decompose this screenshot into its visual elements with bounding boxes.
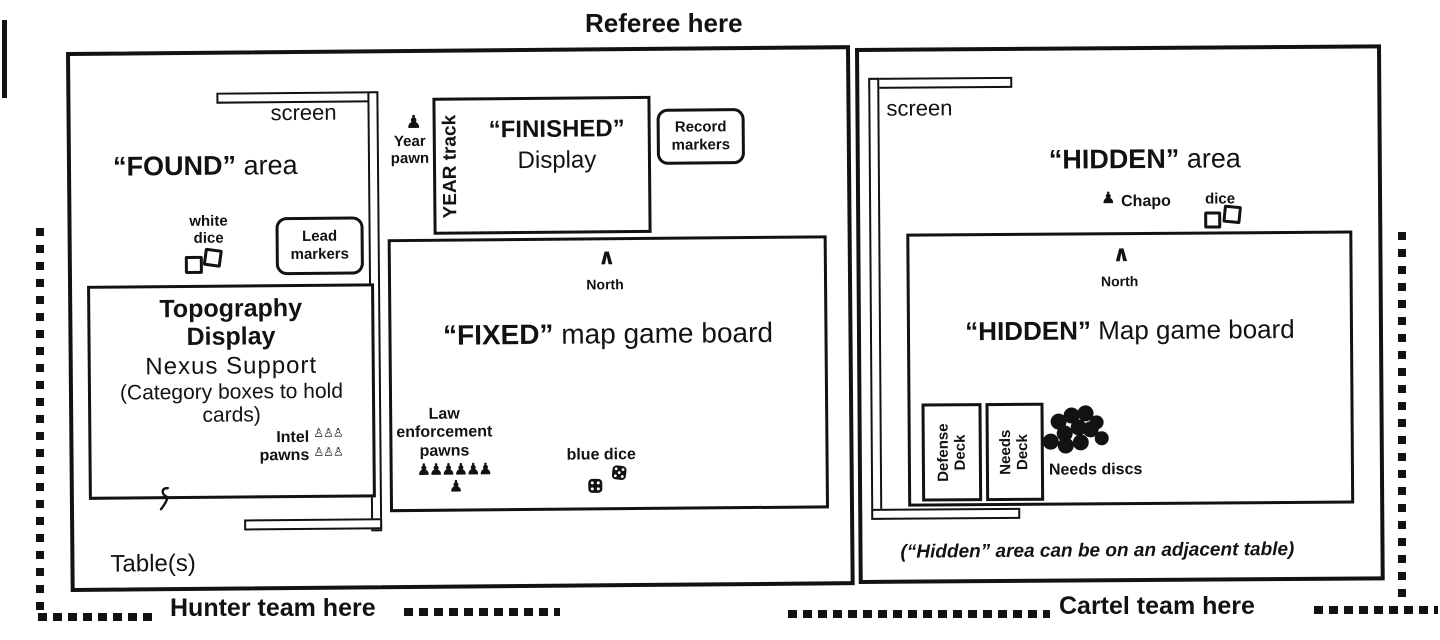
hidden-area-caption: (“Hidden” area can be on an adjacent tab… — [900, 538, 1295, 563]
year-track-label: YEAR track — [439, 114, 462, 218]
north-label: North — [586, 276, 624, 293]
chapo-pawn-icon: ♟ — [1100, 188, 1116, 208]
chapo-label: Chapo — [1121, 192, 1171, 211]
intel-pawns-row-icon: ♙♙♙ — [313, 425, 343, 440]
white-die-icon — [1204, 211, 1222, 229]
white-die-icon — [1222, 204, 1243, 225]
found-area-title-rest: area — [235, 149, 298, 181]
topography-subtitle: Nexus Support — [145, 351, 318, 381]
found-area-title: “FOUND” area — [113, 150, 298, 183]
fixed-board-title: “FIXED” map game board — [442, 316, 774, 351]
hidden-board-title: “HIDDEN” Map game board — [965, 313, 1295, 347]
year-track-column: YEAR track — [435, 101, 466, 232]
hunter-boundary-dotted-vertical — [36, 228, 44, 618]
north-label: North — [1100, 273, 1139, 290]
fixed-map-board: ∧ North “FIXED” map game board Law enfor… — [387, 235, 830, 513]
hunter-team-label: Hunter team here — [170, 594, 376, 622]
lead-markers-box: Lead markers — [275, 216, 364, 276]
needs-deck-label: Needs Deck — [997, 429, 1032, 475]
screen-divider-side — [868, 77, 883, 520]
white-dice-label: white dice — [189, 212, 228, 248]
intel-pawns-label: Intel pawns — [259, 428, 310, 464]
intel-pawns-row-icon: ♙♙♙ — [313, 444, 343, 459]
squiggle-mark — [159, 486, 170, 511]
needs-discs-label: Needs discs — [1048, 461, 1143, 479]
tables-label: Table(s) — [110, 549, 196, 578]
topography-note-line2: cards) — [202, 403, 261, 427]
cartel-boundary-dotted-right — [1314, 606, 1438, 614]
referee-position-label: Referee here — [585, 8, 743, 38]
needs-disc-icon — [1082, 421, 1099, 438]
hunter-boundary-dotted-right — [404, 608, 560, 616]
white-die-icon — [202, 247, 223, 268]
blue-die-icon — [588, 478, 603, 493]
screen-label: screen — [270, 99, 337, 126]
blue-die-icon — [611, 465, 627, 481]
screen-label: screen — [886, 95, 953, 121]
topography-note-line1: (Category boxes to hold — [119, 379, 344, 405]
hunter-table: screen “FOUND” area white dice Lead mark… — [66, 45, 855, 592]
defense-deck-label: Defense Deck — [934, 423, 969, 482]
finished-display-box: YEAR track “FINISHED” Display — [432, 95, 652, 235]
defense-deck-box: Defense Deck — [921, 403, 983, 502]
screen-divider-bottom — [871, 507, 1021, 520]
law-enforcement-pawns-label: Law enforcement pawns — [396, 405, 493, 460]
topography-title-line2: Display — [186, 321, 276, 351]
hidden-map-board: ∧ North “HIDDEN” Map game board Defense … — [906, 230, 1355, 507]
topography-title-line1: Topography — [159, 293, 303, 324]
blue-dice-label: blue dice — [566, 446, 636, 464]
scan-artifact-mark — [2, 20, 7, 98]
north-arrow-icon: ∧ — [597, 245, 616, 271]
law-enforcement-pawn-icon: ♟ — [448, 476, 462, 496]
screen-divider-top — [868, 76, 1013, 89]
needs-deck-box: Needs Deck — [985, 402, 1045, 502]
needs-disc-icon — [1072, 434, 1089, 451]
cartel-team-label: Cartel team here — [1059, 592, 1255, 620]
finished-display-text: “FINISHED” Display — [488, 115, 625, 175]
cartel-boundary-dotted-vertical — [1398, 232, 1406, 600]
record-markers-box: Record markers — [656, 108, 746, 165]
needs-disc-icon — [1042, 433, 1059, 450]
screen-divider-bottom — [244, 518, 383, 531]
white-die-icon — [184, 255, 203, 274]
found-area-title-quoted: “FOUND” — [112, 150, 237, 182]
north-arrow-icon: ∧ — [1112, 242, 1131, 268]
law-enforcement-pawn-row-icon: ♟♟♟♟♟♟ — [416, 459, 491, 479]
hidden-area-title: “HIDDEN” area — [1048, 143, 1241, 175]
needs-discs-cluster — [1042, 405, 1123, 466]
hunter-boundary-dotted-left — [38, 613, 158, 621]
cartel-boundary-dotted-left — [788, 610, 1050, 618]
cartel-table: screen “HIDDEN” area ♟ Chapo dice ∧ Nort… — [855, 44, 1385, 584]
topography-display-box: Topography Display Nexus Support (Catego… — [87, 283, 376, 500]
year-pawn-icon: ♟ — [405, 111, 422, 134]
needs-disc-icon — [1057, 437, 1074, 454]
